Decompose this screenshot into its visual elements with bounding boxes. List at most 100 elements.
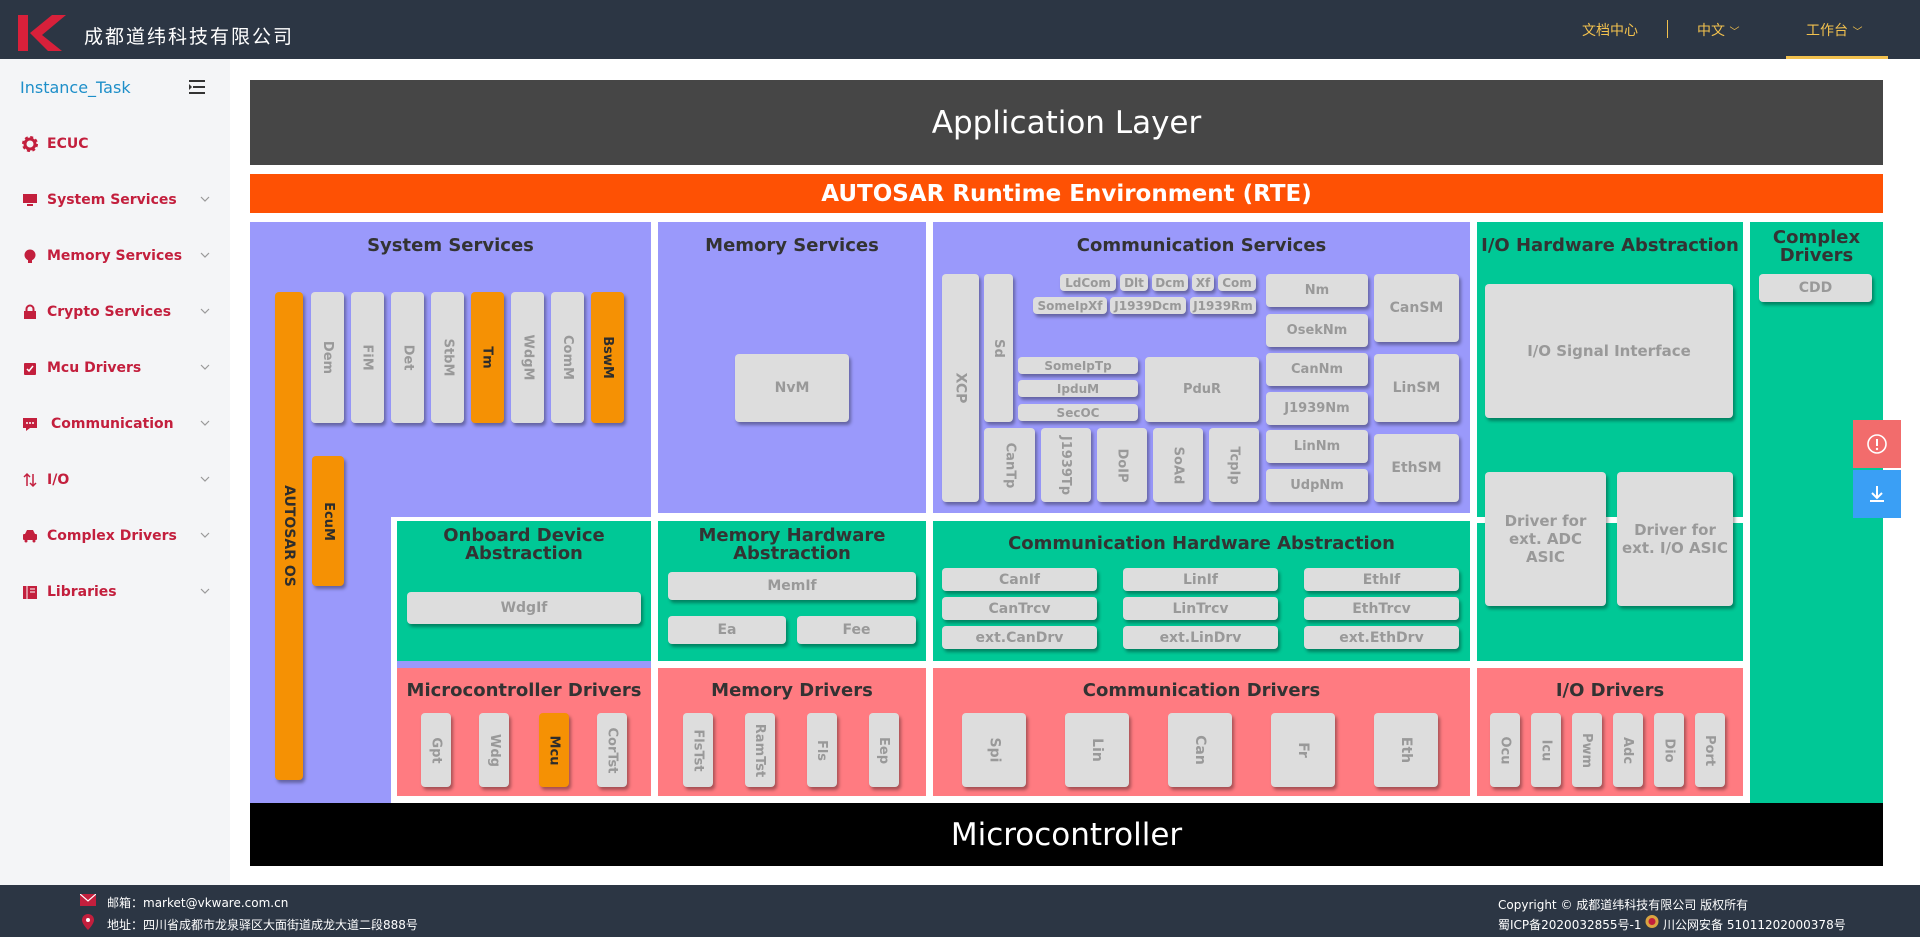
module-ecum[interactable]: EcuM <box>312 456 344 586</box>
module-soad[interactable]: SoAd <box>1153 428 1203 502</box>
download-button[interactable] <box>1853 470 1901 518</box>
module-j1939rm[interactable]: J1939Rm <box>1190 297 1256 314</box>
module-ethtrcv[interactable]: EthTrcv <box>1304 597 1459 620</box>
module-fr[interactable]: Fr <box>1271 713 1335 787</box>
module-spi[interactable]: Spi <box>962 713 1026 787</box>
module-tm[interactable]: Tm <box>471 292 504 423</box>
docs-link[interactable]: 文档中心 <box>1582 23 1638 39</box>
company-logo[interactable] <box>18 13 68 53</box>
module-ethif[interactable]: EthIf <box>1304 568 1459 591</box>
module-tcpip[interactable]: TcpIp <box>1209 428 1259 502</box>
module-someiptp[interactable]: SomeIpTp <box>1018 357 1138 374</box>
module-pdur[interactable]: PduR <box>1145 357 1259 422</box>
footer-police[interactable]: 川公网安备 51011202000378号 <box>1663 918 1846 932</box>
sidebar-item-ecuc[interactable]: ECUC <box>22 133 212 155</box>
module-xf[interactable]: Xf <box>1192 274 1214 291</box>
module-ext-candrv[interactable]: ext.CanDrv <box>942 626 1097 649</box>
language-dropdown[interactable]: 中文 ﹀ <box>1697 20 1739 40</box>
module-dcm[interactable]: Dcm <box>1152 274 1188 291</box>
module-cannm[interactable]: CanNm <box>1266 353 1368 386</box>
module-eep[interactable]: Eep <box>869 713 899 787</box>
application-layer[interactable]: Application Layer <box>250 80 1883 165</box>
module-icu[interactable]: Icu <box>1531 713 1561 787</box>
module-can[interactable]: Can <box>1168 713 1232 787</box>
module-doip[interactable]: DoIP <box>1097 428 1147 502</box>
module-com[interactable]: Com <box>1218 274 1256 291</box>
module-eth[interactable]: Eth <box>1374 713 1438 787</box>
module-fim[interactable]: FiM <box>351 292 384 423</box>
module-port[interactable]: Port <box>1695 713 1725 787</box>
module-cantp[interactable]: CanTp <box>984 428 1035 502</box>
module-det[interactable]: Det <box>391 292 424 423</box>
module-ext-lindrv[interactable]: ext.LinDrv <box>1123 626 1278 649</box>
police-badge-icon <box>1645 915 1659 928</box>
module-ramtst[interactable]: RamTst <box>745 713 775 787</box>
module-bswm[interactable]: BswM <box>591 292 624 423</box>
module-lintrcv[interactable]: LinTrcv <box>1123 597 1278 620</box>
module-cansm[interactable]: CanSM <box>1374 274 1459 342</box>
module-ext-adc-asic[interactable]: Driver for ext. ADC ASIC <box>1485 472 1606 606</box>
module-someipxf[interactable]: SomeIpXf <box>1033 297 1107 314</box>
module-nvm[interactable]: NvM <box>735 354 849 422</box>
workbench-dropdown[interactable]: 工作台 ﹀ <box>1806 20 1862 40</box>
sidebar-title[interactable]: Instance_Task <box>20 78 131 97</box>
module-io-signal-interface[interactable]: I/O Signal Interface <box>1485 284 1733 418</box>
module-wdg[interactable]: Wdg <box>479 713 509 787</box>
sidebar-item-communication[interactable]: Communication <box>22 413 212 435</box>
module-ext-ethdrv[interactable]: ext.EthDrv <box>1304 626 1459 649</box>
module-gpt[interactable]: Gpt <box>421 713 451 787</box>
module-flstst[interactable]: FlsTst <box>683 713 713 787</box>
module-linnm[interactable]: LinNm <box>1266 430 1368 463</box>
module-adc[interactable]: Adc <box>1613 713 1643 787</box>
microcontroller-layer[interactable]: Microcontroller <box>250 803 1883 866</box>
module-j1939tp[interactable]: J1939Tp <box>1041 428 1091 502</box>
module-cantrcv[interactable]: CanTrcv <box>942 597 1097 620</box>
module-j1939nm[interactable]: J1939Nm <box>1266 392 1368 425</box>
module-nm[interactable]: Nm <box>1266 274 1368 307</box>
module-canif[interactable]: CanIf <box>942 568 1097 591</box>
module-ocu[interactable]: Ocu <box>1490 713 1520 787</box>
module-dio[interactable]: Dio <box>1654 713 1684 787</box>
module-linif[interactable]: LinIf <box>1123 568 1278 591</box>
sidebar-item-system-services[interactable]: System Services <box>22 189 212 211</box>
module-ipdum[interactable]: IpduM <box>1018 380 1138 397</box>
module-dem[interactable]: Dem <box>311 292 344 423</box>
module-mcu[interactable]: Mcu <box>539 713 569 787</box>
module-ea[interactable]: Ea <box>668 616 786 644</box>
module-secoc[interactable]: SecOC <box>1018 404 1138 421</box>
module-j1939dcm[interactable]: J1939Dcm <box>1110 297 1186 314</box>
feedback-button[interactable] <box>1853 420 1901 468</box>
module-dlt[interactable]: Dlt <box>1120 274 1148 291</box>
module-memif[interactable]: MemIf <box>668 572 916 600</box>
module-linsm[interactable]: LinSM <box>1374 354 1459 422</box>
module-wdgm[interactable]: WdgM <box>511 292 544 423</box>
sidebar-item-mcu-drivers[interactable]: Mcu Drivers <box>22 357 212 379</box>
rte-layer[interactable]: AUTOSAR Runtime Environment (RTE) <box>250 174 1883 213</box>
module-fls[interactable]: Fls <box>807 713 837 787</box>
module-cortst[interactable]: CorTst <box>597 713 627 787</box>
sidebar-item-crypto-services[interactable]: Crypto Services <box>22 301 212 323</box>
footer-icp[interactable]: 蜀ICP备2020032855号-1 <box>1498 918 1642 932</box>
sidebar-item-io[interactable]: I/O <box>22 469 212 491</box>
menu-collapse-icon[interactable] <box>189 80 205 94</box>
module-autosar-os[interactable]: AUTOSAR OS <box>275 292 303 780</box>
module-label: UdpNm <box>1290 478 1344 493</box>
module-oseknm[interactable]: OsekNm <box>1266 314 1368 347</box>
module-ethsm[interactable]: EthSM <box>1374 434 1459 502</box>
sidebar-item-libraries[interactable]: Libraries <box>22 581 212 603</box>
module-wdgif[interactable]: WdgIf <box>407 592 641 624</box>
sidebar-item-complex-drivers[interactable]: Complex Drivers <box>22 525 212 547</box>
module-comm[interactable]: ComM <box>551 292 584 423</box>
module-xcp[interactable]: XCP <box>942 274 979 502</box>
module-udpnm[interactable]: UdpNm <box>1266 469 1368 502</box>
module-ldcom[interactable]: LdCom <box>1060 274 1116 291</box>
module-lin[interactable]: Lin <box>1065 713 1129 787</box>
module-pwm[interactable]: Pwm <box>1572 713 1602 787</box>
module-sd[interactable]: Sd <box>984 274 1013 422</box>
module-fee[interactable]: Fee <box>797 616 916 644</box>
module-stbm[interactable]: StbM <box>431 292 464 423</box>
footer-email[interactable]: 邮箱：market@vkware.com.cn <box>107 896 289 910</box>
module-ext-io-asic[interactable]: Driver for ext. I/O ASIC <box>1617 472 1733 606</box>
sidebar-item-memory-services[interactable]: Memory Services <box>22 245 212 267</box>
module-cdd[interactable]: CDD <box>1759 274 1872 302</box>
